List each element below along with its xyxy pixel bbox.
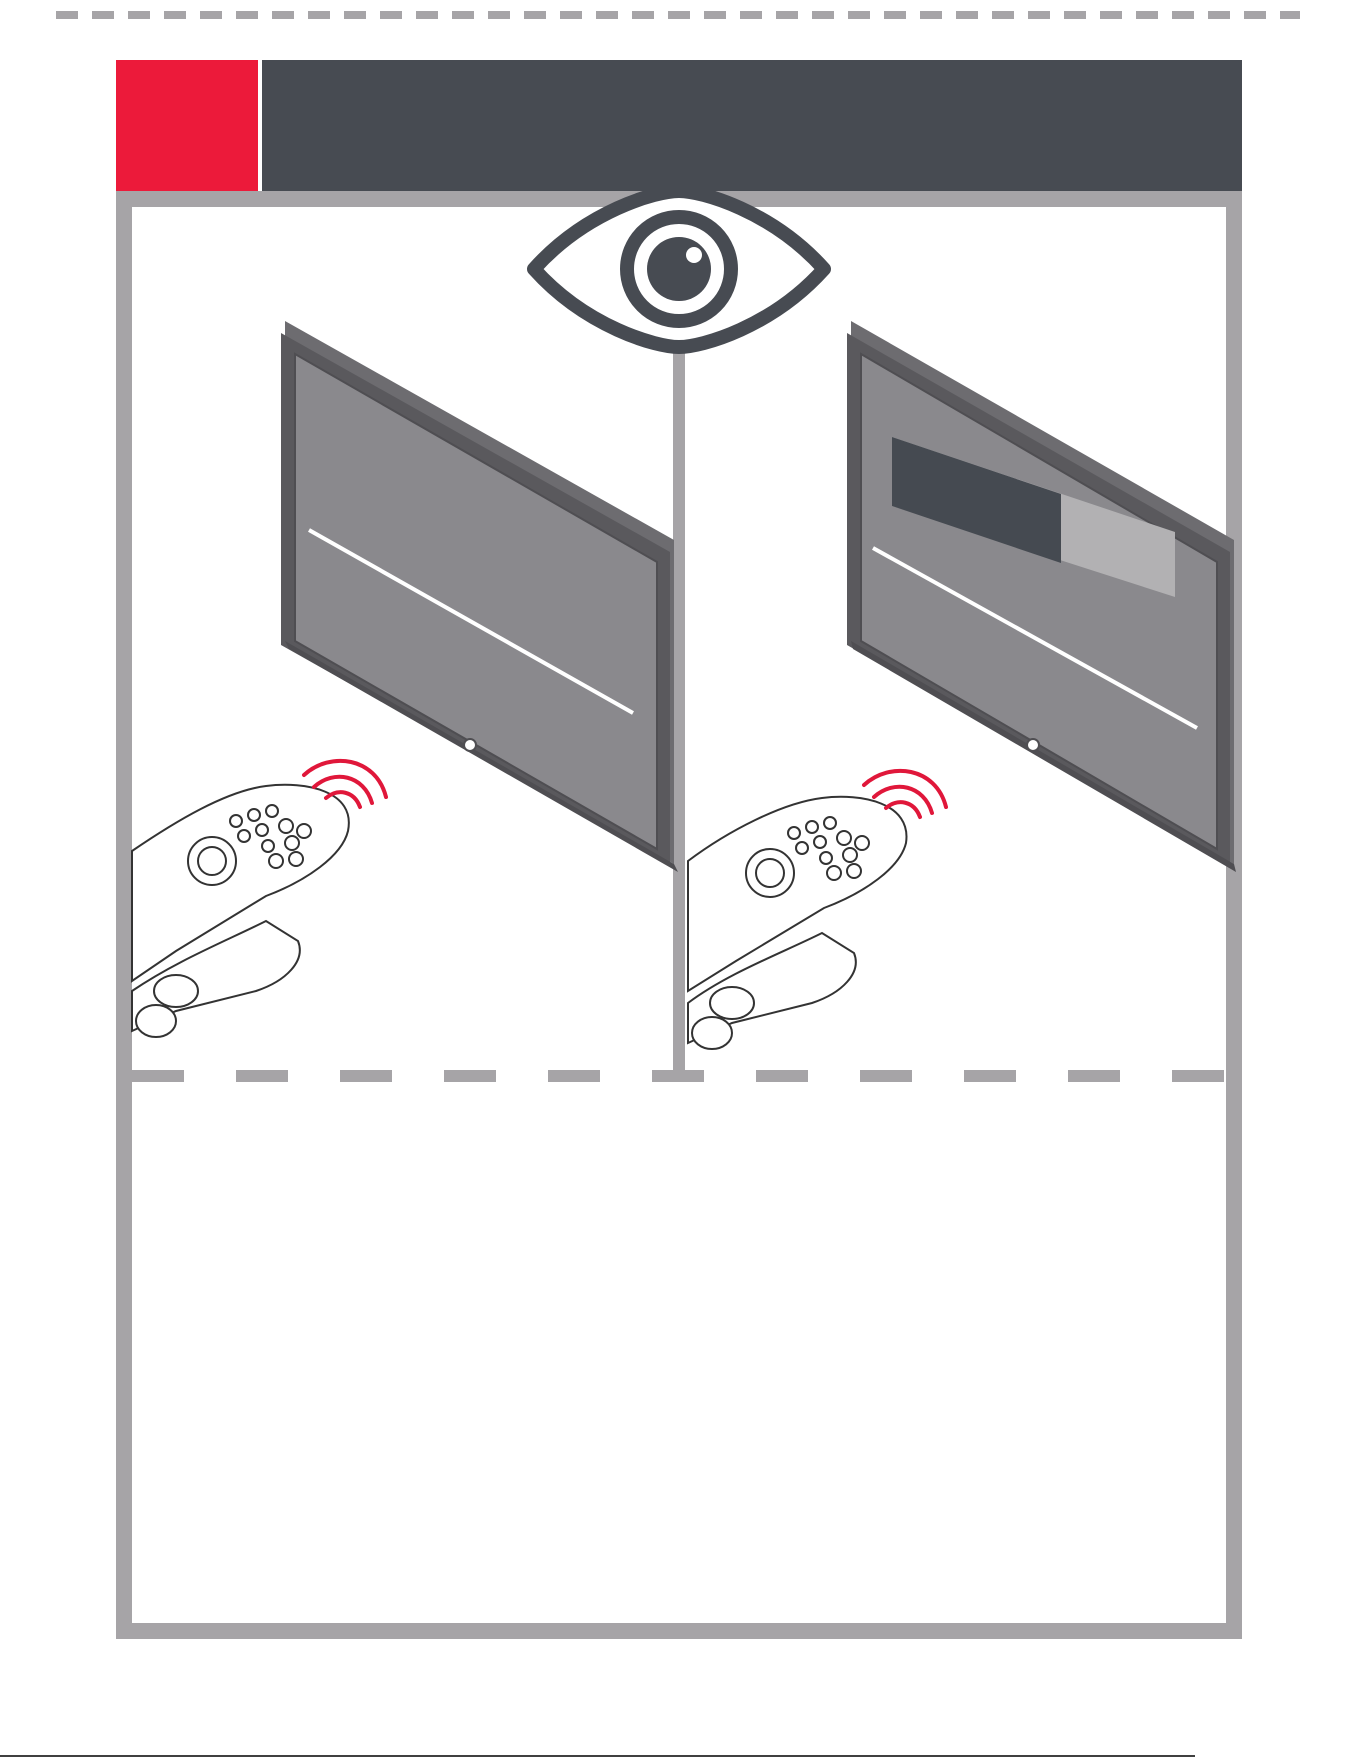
top-cut-line xyxy=(0,0,1361,30)
tv-icon xyxy=(281,321,678,872)
instructions-area xyxy=(140,1090,1220,1610)
step-title-bar xyxy=(262,60,1242,191)
step-number-box xyxy=(116,60,258,191)
remote-control-icon xyxy=(688,797,906,1049)
eye-icon xyxy=(534,191,824,347)
bottom-rule xyxy=(0,1752,1361,1761)
tv-icon xyxy=(847,321,1236,872)
right-panel xyxy=(688,321,1236,1049)
left-panel xyxy=(132,321,678,1037)
remote-control-icon xyxy=(132,785,349,1037)
